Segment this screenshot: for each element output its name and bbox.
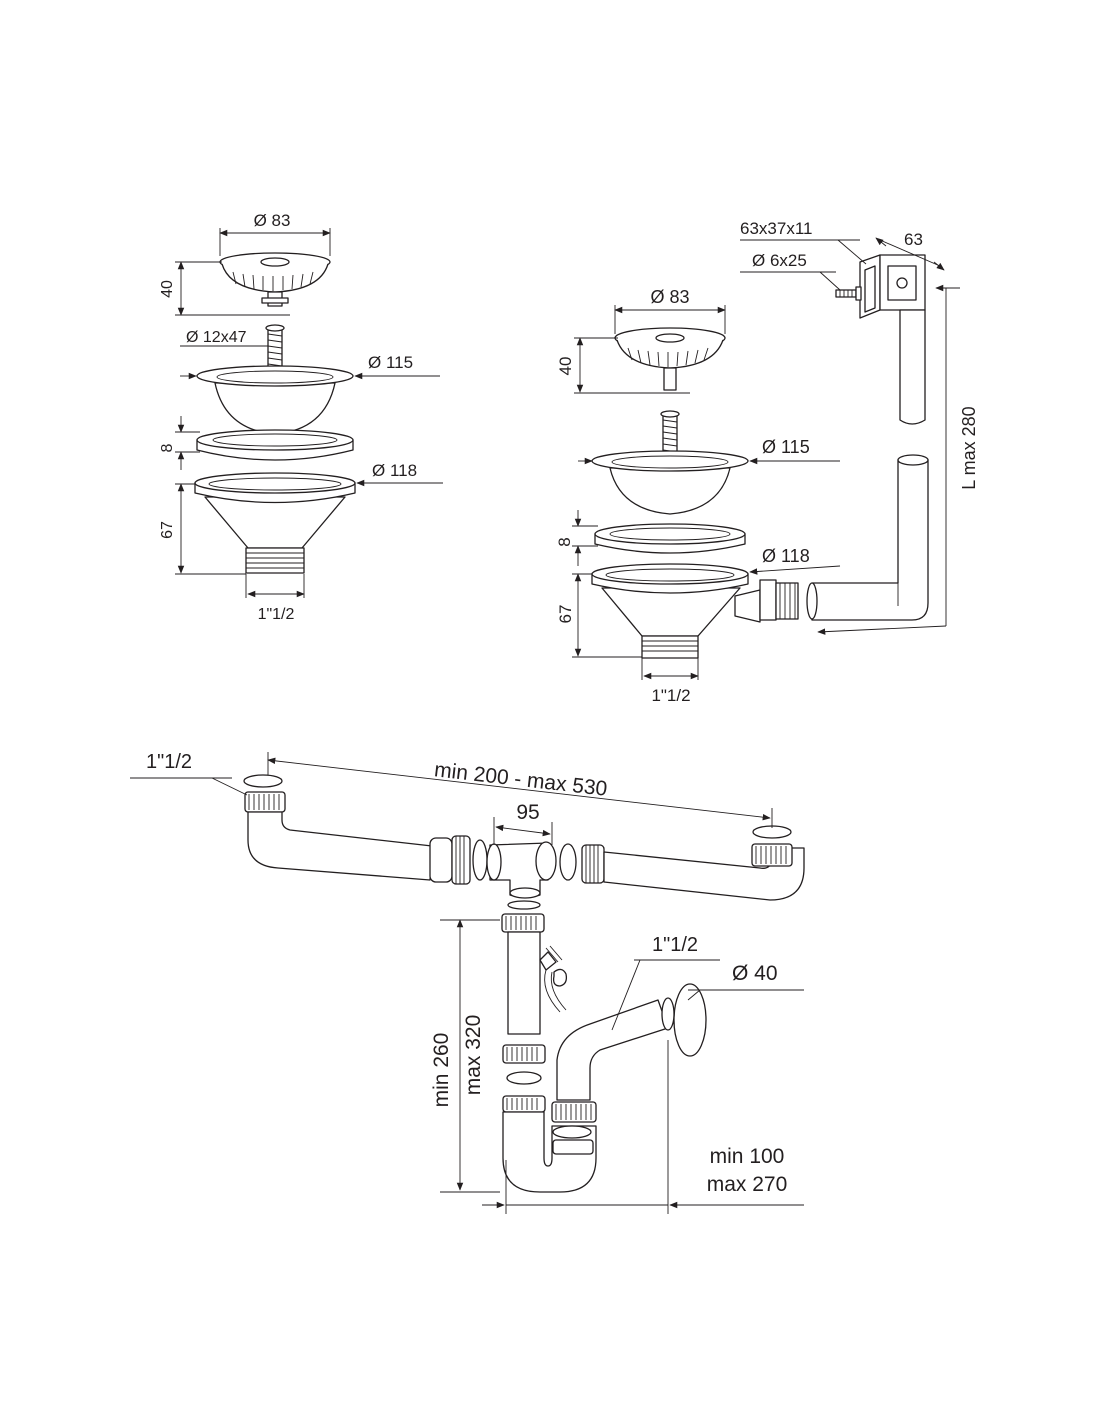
left-body-height-label: 67 xyxy=(159,521,176,539)
siphon-riser xyxy=(501,900,568,1113)
overflow-screw xyxy=(835,286,862,301)
left-screw-label: Ø 12x47 xyxy=(186,329,247,346)
siphon-span-label: min 200 - max 530 xyxy=(433,758,608,801)
right-body-diameter-label: Ø 118 xyxy=(762,546,810,566)
overflow-hose-length-label: L max 280 xyxy=(959,406,979,489)
left-strainer-flange xyxy=(196,365,354,435)
left-strainer-body xyxy=(194,472,356,574)
left-flange-diameter-label: Ø 115 xyxy=(368,353,413,372)
left-coupling-nut xyxy=(429,835,488,885)
right-body-height-label: 67 xyxy=(556,605,575,624)
right-strainer-assembly: 63x37x11 Ø 6x25 63 L max 280 Ø 83 40 Ø 1… xyxy=(555,219,979,705)
left-basket-diameter-label: Ø 83 xyxy=(254,211,291,230)
siphon-tee-spacing-label: 95 xyxy=(516,801,539,824)
overflow-screw-size-label: Ø 6x25 xyxy=(752,251,807,270)
left-inlet-elbow xyxy=(243,774,433,881)
siphon-offset-min-label: min 100 xyxy=(710,1145,785,1168)
right-strainer-basket xyxy=(614,327,726,391)
siphon-u-trap xyxy=(502,1101,597,1193)
right-basket-height-label: 40 xyxy=(556,357,575,376)
right-outlet-thread-label: 1"1/2 xyxy=(651,686,690,705)
siphon-height-max-label: max 320 xyxy=(462,1015,485,1096)
siphon-height-min-label: min 260 xyxy=(430,1033,453,1108)
left-strainer-screw xyxy=(265,324,285,381)
left-body-diameter-label: Ø 118 xyxy=(372,461,417,480)
overflow-plate-size-label: 63x37x11 xyxy=(740,219,812,238)
siphon-outlet-diameter-label: Ø 40 xyxy=(732,962,778,985)
siphon-span-dimension xyxy=(267,757,771,821)
siphon-outlet-thread-label: 1"1/2 xyxy=(652,934,698,956)
right-strainer-body xyxy=(591,563,799,659)
right-basket-diameter-label: Ø 83 xyxy=(650,287,689,307)
overflow-plate xyxy=(859,254,926,319)
right-strainer-gasket xyxy=(594,523,746,554)
siphon-outlet-elbow xyxy=(556,983,707,1101)
left-gasket-thickness-label: 8 xyxy=(159,443,176,452)
left-strainer-assembly: Ø 83 40 Ø 12x47 Ø 115 8 Ø 118 67 1"1/2 xyxy=(159,211,443,623)
overflow-width-label: 63 xyxy=(904,230,923,249)
siphon-offset-max-label: max 270 xyxy=(707,1173,788,1196)
overflow-hose xyxy=(806,309,929,621)
left-outlet-thread-label: 1"1/2 xyxy=(258,606,295,623)
siphon-assembly: 1"1/2 min 200 - max 530 95 1"1/2 Ø 40 mi… xyxy=(130,751,805,1214)
left-strainer-basket xyxy=(219,252,331,307)
siphon-tee xyxy=(486,841,577,899)
left-basket-height-label: 40 xyxy=(159,280,176,298)
right-strainer-flange xyxy=(591,450,749,515)
right-coupling-nut xyxy=(581,844,805,901)
siphon-inlet-thread-label: 1"1/2 xyxy=(146,751,192,773)
right-gasket-thickness-label: 8 xyxy=(555,537,574,546)
right-flange-diameter-label: Ø 115 xyxy=(762,437,810,457)
right-inlet-elbow xyxy=(751,825,793,867)
left-strainer-gasket xyxy=(196,429,354,461)
